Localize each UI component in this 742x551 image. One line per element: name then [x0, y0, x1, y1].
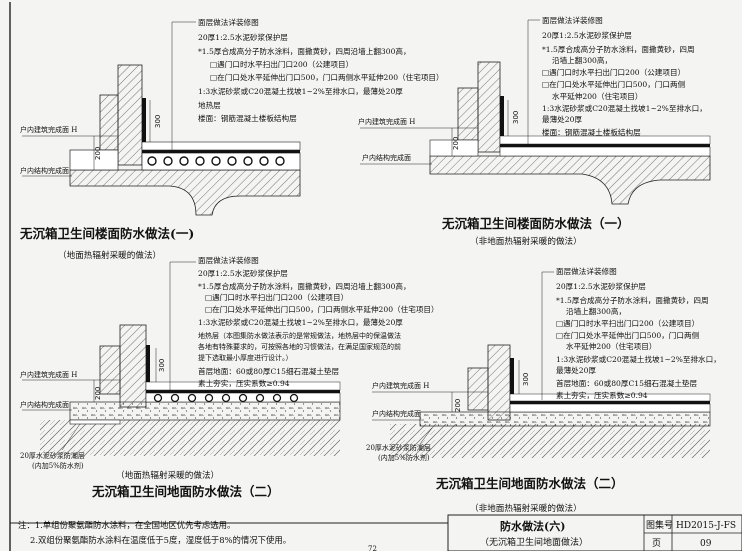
detail-1-label: □遇门口时水平扫出门口200（公建项目） [210, 59, 353, 69]
detail-4-label: 首层地面：60或80厚C15细石混凝土垫层 [556, 378, 698, 388]
detail-4-label-structure-finish: 户内结构完成面 [372, 409, 421, 418]
page-footer-number: 72 [368, 545, 377, 551]
detail-4-drawing [372, 271, 711, 458]
detail-2-label: □在门口处水平延伸出门口500，门口两侧 [542, 79, 685, 89]
title-block [447, 514, 742, 551]
detail-1-label-structure-finish: 户内结构完成面 [20, 166, 69, 175]
detail-2-label: 沿墙上翻300高， [552, 55, 612, 65]
title-block-atlas-label: 图集号 [646, 519, 673, 531]
detail-1-dim-300: 300 [154, 115, 162, 128]
detail-4-label: 沿墙上翻300高， [566, 306, 626, 316]
detail-1-label: *1.5厚合成高分子防水涂料，面撒黄砂，四周沿墙上翻300高， [198, 46, 411, 56]
detail-2-dim-200: 200 [452, 137, 460, 150]
detail-4-layer-labels: 面层做法详装修图 20厚1:2.5水泥砂浆保护层 *1.5厚合成高分子防水涂料，… [556, 266, 721, 400]
detail-4-subtitle: （非地面热辐射采暖的做法） [470, 502, 582, 514]
detail-4-label: 最薄处20厚 [556, 365, 596, 375]
detail-3-label-mortar: 20厚水泥砂浆防潮层 [20, 451, 85, 460]
detail-3-label-structure-finish: 户内结构完成面 [20, 400, 69, 409]
detail-3-label: 提下选取最小厚度进行设计。） [198, 353, 293, 362]
detail-2-label: 楼面：钢筋混凝土楼板结构层 [542, 127, 641, 137]
detail-2-label: 水平延伸200（住宅项目） [552, 91, 642, 101]
detail-2-label-structure-finish: 户内结构完成面 [362, 153, 411, 162]
detail-2-label: 1:3水泥砂浆或C20混凝土找坡1~2%至排水口， [542, 103, 707, 113]
detail-2-drawing [360, 19, 711, 205]
detail-3-layer-labels: 面层做法详装修图 20厚1:2.5水泥砂浆保护层 *1.5厚合成高分子防水涂料，… [198, 255, 439, 388]
detail-2-layer-labels: 面层做法详装修图 20厚1:2.5水泥砂浆保护层 *1.5厚合成高分子防水涂料，… [542, 15, 707, 137]
detail-4-label: 面层做法详装修图 [556, 266, 617, 276]
note-2: 2.双组份聚氨酯防水涂料在温度低于5度，湿度低于8%的情况下使用。 [30, 535, 291, 545]
detail-3-label: 面层做法详装修图 [198, 255, 259, 265]
detail-3-label: 1:3水泥砂浆或C20混凝土找坡1~2%至排水口，最薄处20厚 [198, 317, 403, 327]
detail-2-label-building-finish: 户内建筑完成面 H [358, 117, 415, 126]
detail-1-label: 地热层 [198, 100, 221, 110]
detail-3-label: *1.5厚合成高分子防水涂料，面撒黄砂，四周沿墙上翻300高， [198, 281, 411, 291]
detail-4-label: 水平延伸200（住宅项目） [566, 341, 656, 351]
detail-4-label: 素土夯实，压实系数≥0.94 [556, 390, 648, 400]
detail-1-label: 楼面：钢筋混凝土楼板结构层 [198, 113, 297, 123]
detail-1-dim-200: 200 [94, 147, 102, 160]
detail-3-label: 各地有特殊要求的，可按照各地的习惯做法，在满足国家规范的前 [198, 342, 401, 351]
detail-3-label: □遇门口时水平扫出门口200（公建项目） [205, 292, 348, 302]
detail-4-label-building-finish: 户内建筑完成面 H [372, 381, 429, 390]
title-block-page-label: 页 [652, 538, 661, 549]
detail-3-subtitle: （地面热辐射采暖的做法） [116, 469, 219, 481]
detail-2-dim-300: 300 [512, 111, 520, 124]
detail-2-label: 面层做法详装修图 [542, 15, 603, 25]
detail-4-label: □遇门口时水平扫出门口200（公建项目） [556, 318, 699, 328]
detail-1-label: 20厚1:2.5水泥砂浆保护层 [198, 32, 288, 42]
detail-2-label: □遇门口时水平扫出门口200（公建项目） [542, 67, 685, 77]
detail-1-label-building-finish: 户内建筑完成面 H [20, 125, 77, 134]
detail-2-title: 无沉箱卫生间楼面防水做法（一） [441, 216, 630, 231]
detail-4-title: 无沉箱卫生间地面防水做法（二） [435, 476, 624, 491]
detail-4-dim-300: 300 [522, 373, 530, 386]
detail-4-label: 1:3水泥砂浆或C20混凝土找坡1~2%至排水口， [556, 354, 721, 364]
title-block-page-no: 09 [700, 539, 712, 549]
detail-3-label-building-finish: 户内建筑完成面 H [20, 370, 77, 379]
title-block-atlas-no: HD2015-J-FS [676, 521, 736, 531]
detail-3-label: 素土夯实，压实系数≥0.94 [198, 378, 290, 388]
detail-1-title: 无沉箱卫生间楼面防水做法(一) [19, 226, 194, 241]
detail-4-dim-200: 200 [454, 399, 462, 412]
detail-1-label: □在门口处水平延伸出门口500，门口两侧水平延伸200（住宅项目） [210, 72, 444, 82]
detail-2-label: *1.5厚合成高分子防水涂料，面撒黄砂，四周 [542, 44, 695, 54]
detail-3-label-mortar-note: (内加5%防水剂) [32, 461, 84, 470]
detail-1-label: 1:3水泥砂浆或C20混凝土找坡1~2%至排水口，最薄处20厚 [198, 86, 403, 96]
detail-3-dim-200: 200 [94, 387, 102, 400]
detail-4-label: □在门口处水平延伸出门口500，门口两侧 [556, 330, 699, 340]
detail-3-title: 无沉箱卫生间地面防水做法（二） [91, 484, 280, 499]
detail-3-dim-300: 300 [158, 359, 166, 372]
detail-4-label-mortar: 20厚水泥砂浆防潮层 [366, 443, 431, 452]
title-block-main: 防水做法(六) [500, 519, 565, 533]
detail-4-label: *1.5厚合成高分子防水涂料，面撒黄砂，四周 [556, 295, 709, 305]
detail-3-label: □在门口处水平延伸出门口500，门口两侧水平延伸200（住宅项目） [205, 304, 439, 314]
detail-1-label: 面层做法详装修图 [198, 17, 259, 27]
detail-2-label: 最薄处20厚 [542, 114, 582, 124]
detail-2-subtitle: （非地面热辐射采暖的做法） [470, 235, 582, 247]
detail-3-label: 地热层（本图集防水做法表示的是常规做法，地热层中的保温做法 [198, 331, 401, 340]
detail-3-label: 首层地面：60或80厚C15细石混凝土垫层 [198, 366, 340, 376]
detail-3-drawing [22, 261, 341, 456]
detail-2-label: 20厚1:2.5水泥砂浆保护层 [542, 30, 632, 40]
detail-4-label: 20厚1:2.5水泥砂浆保护层 [556, 281, 646, 291]
detail-1-layer-labels: 面层做法详装修图 20厚1:2.5水泥砂浆保护层 *1.5厚合成高分子防水涂料，… [198, 17, 444, 123]
detail-4-label-mortar-note: (内加5%防水剂) [378, 453, 430, 462]
title-block-sub: （无沉箱卫生间地面做法） [480, 536, 588, 548]
detail-1-drawing [22, 21, 301, 216]
detail-3-label: 20厚1:2.5水泥砂浆保护层 [198, 268, 288, 278]
note-1: 注：1.单组份聚氨酯防水涂料，在全国地区优先考虑选用。 [18, 520, 235, 530]
detail-1-subtitle: （地面热辐射采暖的做法） [58, 249, 161, 261]
